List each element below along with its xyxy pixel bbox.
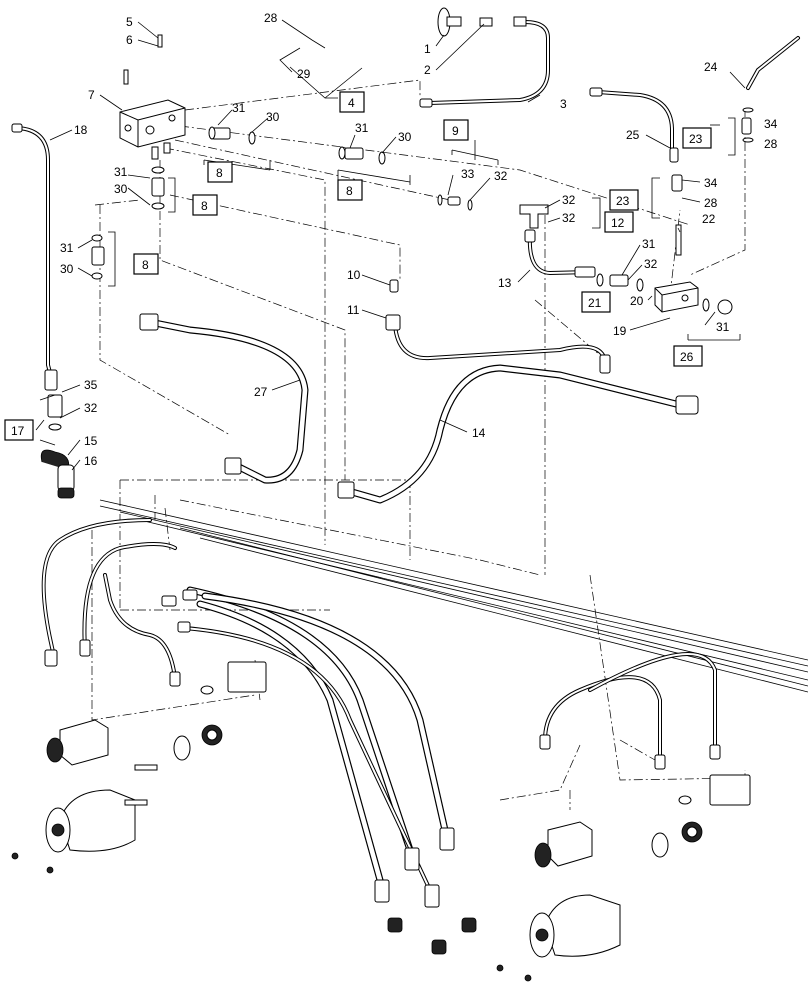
boxed-callout-26: 26 [680, 350, 694, 364]
callout-28c: 28 [764, 137, 778, 151]
callout-6: 6 [126, 33, 133, 47]
callout-16: 16 [84, 454, 98, 468]
boxed-callout-21: 21 [588, 296, 602, 310]
boxed-callout-23b: 23 [616, 194, 630, 208]
callout-24: 24 [704, 60, 718, 74]
callout-28b: 28 [704, 196, 718, 210]
pressure-gauge [437, 7, 527, 37]
callout-13: 13 [498, 276, 512, 290]
callout-28a: 28 [264, 11, 278, 25]
boxed-callout-8c: 8 [201, 199, 208, 213]
callout-boxes [4, 91, 712, 441]
callout-5: 5 [126, 15, 133, 29]
small-valve-block [654, 281, 699, 313]
callout-35: 35 [84, 378, 98, 392]
callout-19: 19 [613, 324, 627, 338]
boxed-callout-8b: 8 [346, 184, 353, 198]
boxed-callout-12: 12 [611, 216, 625, 230]
callout-30a: 30 [266, 110, 280, 124]
upper-hoses [16, 20, 800, 504]
callout-32c: 32 [562, 211, 576, 225]
boxed-callout-17: 17 [11, 424, 25, 438]
callout-11: 11 [347, 303, 360, 317]
callout-31c: 31 [114, 165, 128, 179]
lower-couplers [44, 589, 721, 955]
boxed-callout-23a: 23 [689, 132, 703, 146]
boxed-callout-9: 9 [452, 124, 459, 138]
callout-22: 22 [702, 212, 716, 226]
boxed-callout-8d: 8 [142, 258, 149, 272]
callout-32b: 32 [562, 193, 576, 207]
callout-32a: 32 [494, 169, 508, 183]
lower-hoses [41, 518, 717, 892]
callout-31b: 31 [355, 121, 369, 135]
upper-fittings [91, 107, 754, 331]
callout-3: 3 [560, 97, 567, 111]
callout-14: 14 [472, 426, 486, 440]
callout-31a: 31 [232, 101, 246, 115]
callout-34a: 34 [764, 117, 778, 131]
callout-33: 33 [461, 167, 475, 181]
callout-15: 15 [84, 434, 98, 448]
callout-10: 10 [347, 268, 361, 282]
boxed-callout-numbers: 4 8 8 8 8 9 12 17 21 23 23 26 [11, 96, 703, 438]
callout-32e: 32 [84, 401, 98, 415]
boom-lines [99, 499, 808, 693]
boxed-callout-4: 4 [348, 96, 355, 110]
callout-1: 1 [424, 42, 431, 56]
callout-30d: 30 [60, 262, 74, 276]
assembly-lines [91, 79, 746, 810]
callout-30c: 30 [114, 182, 128, 196]
callout-31f: 31 [716, 320, 730, 334]
callout-29: 29 [297, 67, 311, 81]
coupler-with-cap [40, 394, 75, 499]
boxed-callout-8a: 8 [216, 166, 223, 180]
leader-lines [35, 19, 746, 471]
callout-25: 25 [626, 128, 640, 142]
callout-31e: 31 [642, 237, 656, 251]
callout-30b: 30 [398, 130, 412, 144]
motor-assembly-left [11, 661, 267, 874]
callout-27: 27 [254, 385, 268, 399]
callout-20: 20 [630, 294, 644, 308]
hose-end-fittings [11, 87, 699, 499]
valve-block [119, 34, 186, 160]
callout-32d: 32 [644, 257, 658, 271]
callout-31d: 31 [60, 241, 74, 255]
callout-18: 18 [74, 123, 88, 137]
callout-2: 2 [424, 63, 431, 77]
motor-assembly-right [496, 774, 751, 982]
callout-numbers: 1 2 3 5 6 7 10 11 13 14 15 16 18 19 20 2… [60, 11, 778, 468]
callout-7: 7 [88, 88, 95, 102]
callout-34b: 34 [704, 176, 718, 190]
